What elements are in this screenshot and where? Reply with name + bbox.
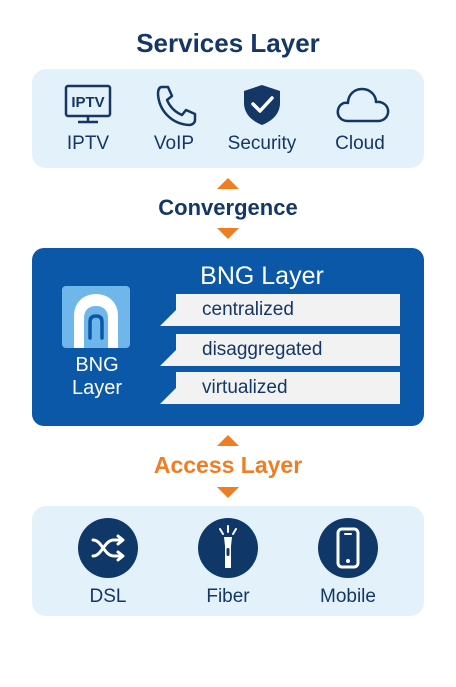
- bng-tag-disaggregated: disaggregated: [160, 334, 400, 366]
- access-layer-label: Access Layer: [153, 452, 303, 478]
- shuffle-icon: [78, 518, 138, 578]
- access-panel: DSL Fiber Mobile: [32, 506, 424, 616]
- cloud-icon: [334, 83, 390, 127]
- service-label-iptv: IPTV: [66, 133, 110, 154]
- access-label-fiber: Fiber: [206, 586, 250, 607]
- up-arrow-icon: [217, 178, 239, 189]
- bng-tag-label: centralized: [202, 299, 294, 320]
- fiber-icon: [198, 518, 258, 578]
- mobile-phone-icon: [318, 518, 378, 578]
- services-panel: IPTV IPTV VoIP Security Cloud: [32, 69, 424, 168]
- up-arrow-icon: [217, 435, 239, 446]
- bng-tag-centralized: centralized: [160, 294, 400, 326]
- service-iptv: IPTV IPTV: [38, 69, 138, 168]
- access-fiber: Fiber: [173, 506, 283, 616]
- service-label-cloud: Cloud: [335, 133, 385, 154]
- services-layer-title: Services Layer: [136, 28, 320, 58]
- service-cloud: Cloud: [310, 69, 410, 168]
- bng-tag-label: disaggregated: [202, 339, 323, 360]
- access-mobile: Mobile: [293, 506, 403, 616]
- down-arrow-icon: [217, 228, 239, 239]
- down-arrow-icon: [217, 487, 239, 498]
- access-label-mobile: Mobile: [320, 586, 376, 607]
- service-security: Security: [212, 69, 312, 168]
- shield-check-icon: [236, 83, 288, 127]
- bng-layer-panel: BNG Layer BNG Layer centralized disaggre…: [32, 248, 424, 426]
- service-voip: VoIP: [124, 69, 224, 168]
- access-dsl: DSL: [53, 506, 163, 616]
- tv-icon: IPTV: [62, 83, 114, 127]
- bng-layer-title: BNG Layer: [200, 262, 324, 290]
- convergence-label: Convergence: [158, 195, 298, 220]
- bng-tag-label: virtualized: [202, 377, 288, 398]
- bng-logo-icon: [62, 286, 130, 348]
- phone-icon: [148, 83, 200, 127]
- service-label-security: Security: [227, 133, 297, 154]
- tv-icon-text: IPTV: [71, 94, 104, 111]
- bng-logo-label: BNG Layer: [71, 354, 123, 399]
- service-label-voip: VoIP: [153, 133, 195, 154]
- access-label-dsl: DSL: [89, 586, 127, 607]
- bng-tag-virtualized: virtualized: [160, 372, 400, 404]
